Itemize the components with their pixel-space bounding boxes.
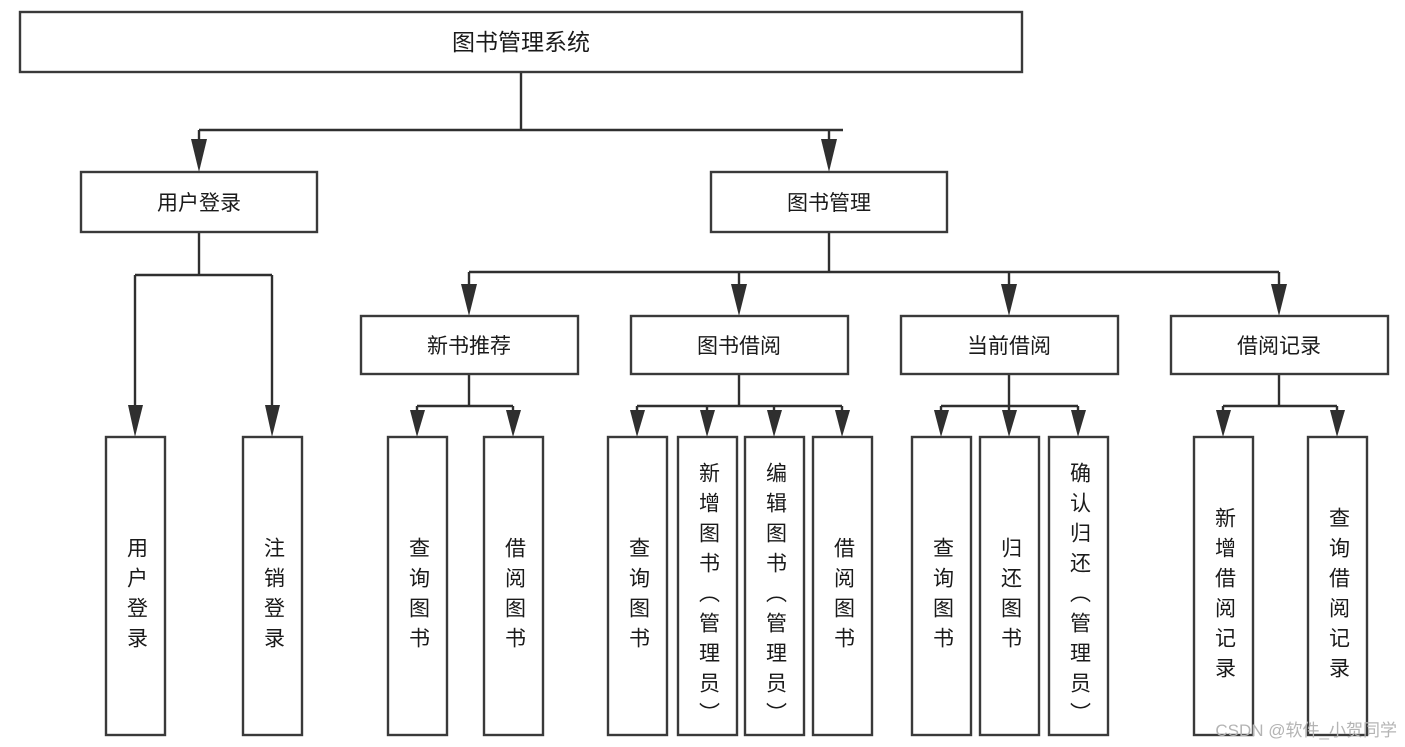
leaf-query-book-recommend-label: 查询图书 [407,537,431,652]
leaf-add-borrow-record-label: 新增借阅记录 [1213,507,1237,682]
leaf-add-book-label: 新增图书（管理员） [697,462,721,727]
leaf-logout-label: 注销登录 [262,537,286,652]
leaf-query-book-current[interactable]: 查询图书 [910,435,973,737]
arrowhead-leaf-query-book-2 [630,410,645,437]
user-login-label: 用户登录 [157,192,241,215]
arrowhead-leaf-return-book [1002,410,1017,437]
arrowhead-user-login [191,139,207,172]
leaf-edit-book-label: 编辑图书（管理员） [764,462,788,727]
root-label: 图书管理系统 [452,29,590,55]
leaf-query-book-borrow-label: 查询图书 [627,537,651,652]
leaf-query-book-borrow[interactable]: 查询图书 [606,435,669,737]
book-borrow-label: 图书借阅 [697,335,781,358]
leaf-add-borrow-record[interactable]: 新增借阅记录 [1192,435,1255,737]
leaf-query-book-recommend-box[interactable] [386,435,449,737]
arrowhead-leaf-add-book [700,410,715,437]
node-root[interactable]: 图书管理系统 [18,10,1024,74]
leaf-borrow-book-recommend[interactable]: 借阅图书 [482,435,545,737]
leaf-query-book-borrow-box[interactable] [606,435,669,737]
arrowhead-leaf-add-record [1216,410,1231,437]
leaf-edit-book-box[interactable] [743,435,806,737]
leaf-confirm-return-box[interactable] [1047,435,1110,737]
new-book-recommend-box[interactable] [359,314,580,376]
leaf-add-borrow-record-box[interactable] [1192,435,1255,737]
edge-layer [128,72,1345,437]
node-borrow-record[interactable]: 借阅记录 [1169,314,1390,376]
leaf-query-book-current-box[interactable] [910,435,973,737]
current-borrow-label: 当前借阅 [967,335,1051,358]
book-management-label: 图书管理 [787,192,871,215]
leaf-confirm-return[interactable]: 确认归还（管理员） [1047,435,1110,737]
arrowhead-leaf-query-book-1 [410,410,425,437]
leaf-borrow-book-box[interactable] [811,435,874,737]
arrowhead-leaf-borrow-book-1 [506,410,521,437]
leaf-borrow-book-recommend-box[interactable] [482,435,545,737]
arrowhead-book-borrow [731,284,747,316]
leaf-borrow-book[interactable]: 借阅图书 [811,435,874,737]
leaf-add-book-box[interactable] [676,435,739,737]
book-borrow-box[interactable] [629,314,850,376]
root-box[interactable] [18,10,1024,74]
arrowhead-current-borrow [1001,284,1017,316]
leaf-return-book[interactable]: 归还图书 [978,435,1041,737]
book-management-box[interactable] [709,170,949,234]
arrowhead-book-mgmt [821,139,837,172]
arrowhead-leaf-edit-book [767,410,782,437]
leaf-user-login-label: 用户登录 [125,537,149,652]
arrowhead-leaf-query-book-3 [934,410,949,437]
leaf-borrow-book-label: 借阅图书 [832,537,856,652]
arrowhead-leaf-borrow-book-2 [835,410,850,437]
leaf-borrow-book-recommend-label: 借阅图书 [503,537,527,652]
leaf-query-borrow-record[interactable]: 查询借阅记录 [1306,435,1369,737]
borrow-record-box[interactable] [1169,314,1390,376]
leaf-query-book-current-label: 查询图书 [931,537,955,652]
leaf-query-borrow-record-label: 查询借阅记录 [1327,507,1351,682]
node-user-login[interactable]: 用户登录 [79,170,319,234]
new-book-recommend-label: 新书推荐 [427,335,511,358]
arrowhead-borrow-record [1271,284,1287,316]
leaf-confirm-return-label: 确认归还（管理员） [1068,462,1092,727]
node-current-borrow[interactable]: 当前借阅 [899,314,1120,376]
leaf-logout[interactable]: 注销登录 [241,435,304,737]
leaf-return-book-label: 归还图书 [999,537,1023,652]
leaf-query-borrow-record-box[interactable] [1306,435,1369,737]
node-new-book-recommend[interactable]: 新书推荐 [359,314,580,376]
leaf-logout-box[interactable] [241,435,304,737]
arrowhead-leaf-query-record [1330,410,1345,437]
leaf-user-login-box[interactable] [104,435,167,737]
borrow-record-label: 借阅记录 [1237,335,1321,358]
node-book-management[interactable]: 图书管理 [709,170,949,234]
leaf-add-book[interactable]: 新增图书（管理员） [676,435,739,737]
arrowhead-leaf-logout [265,405,280,437]
leaf-user-login[interactable]: 用户登录 [104,435,167,737]
user-login-box[interactable] [79,170,319,234]
watermark-text: CSDN @软件_小贺同学 [1215,721,1397,740]
leaf-edit-book[interactable]: 编辑图书（管理员） [743,435,806,737]
arrowhead-leaf-user-login [128,405,143,437]
leaf-query-book-recommend[interactable]: 查询图书 [386,435,449,737]
arrowhead-leaf-confirm-return [1071,410,1086,437]
arrowhead-new-book-recommend [461,284,477,316]
current-borrow-box[interactable] [899,314,1120,376]
node-book-borrow[interactable]: 图书借阅 [629,314,850,376]
leaf-return-book-box[interactable] [978,435,1041,737]
